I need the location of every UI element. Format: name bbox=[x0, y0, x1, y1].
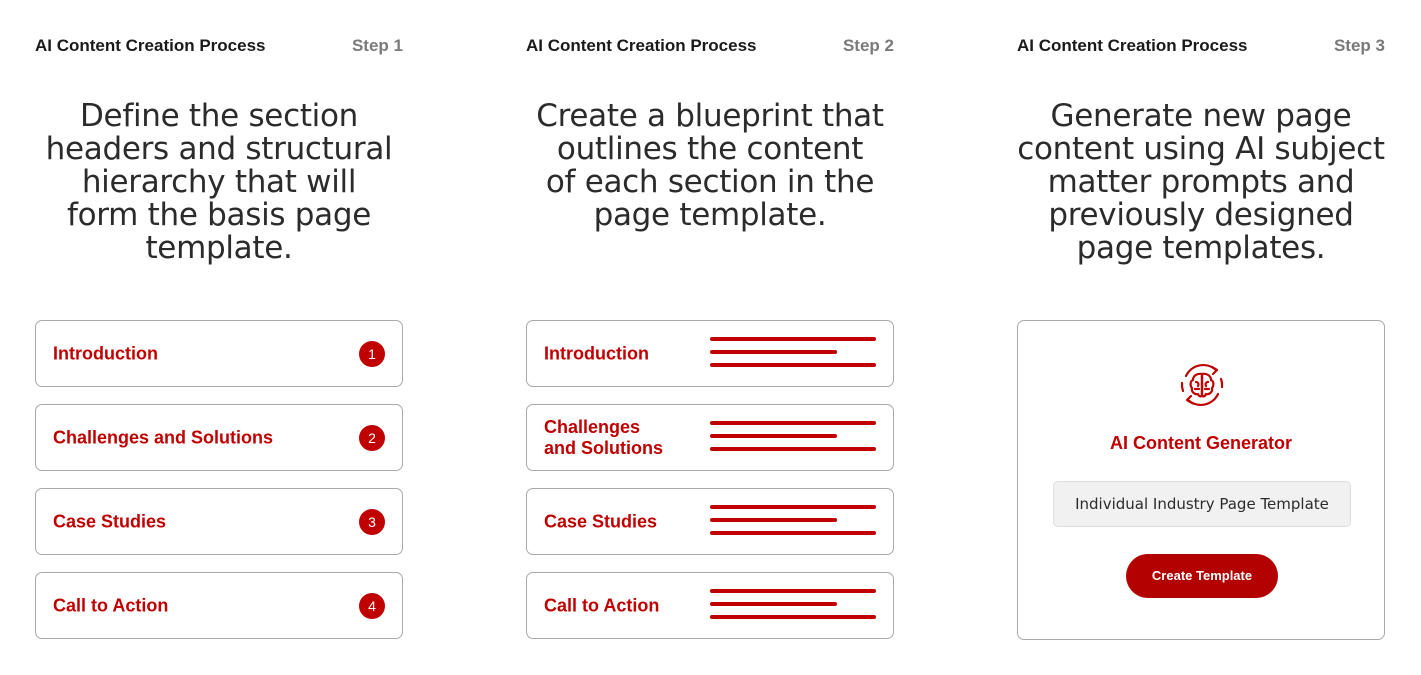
section-label: Introduction bbox=[544, 343, 649, 363]
section-label: Call to Action bbox=[53, 595, 169, 615]
description-line: previously designed bbox=[1048, 197, 1354, 233]
description-line: headers and structural bbox=[45, 131, 393, 167]
blueprint-line bbox=[710, 421, 876, 425]
blueprint-card-case-studies: Case Studies bbox=[526, 488, 894, 555]
blueprint-line bbox=[710, 615, 876, 619]
blueprint-line bbox=[710, 531, 876, 535]
blueprint-lines bbox=[710, 421, 876, 451]
description-line: Define the section bbox=[79, 98, 359, 134]
blueprint-line bbox=[710, 447, 876, 451]
template-name-field[interactable]: Individual Industry Page Template bbox=[1053, 481, 1351, 527]
step-description: Generate new page content using AI subje… bbox=[1017, 100, 1385, 265]
blueprint-lines bbox=[710, 337, 876, 367]
blueprint-line bbox=[710, 337, 876, 341]
blueprint-line bbox=[710, 602, 837, 606]
step-label: Step 1 bbox=[351, 36, 403, 55]
blueprint-line bbox=[710, 350, 837, 354]
section-label: Call to Action bbox=[544, 595, 660, 615]
blueprint-line bbox=[710, 505, 876, 509]
column-header: AI Content Creation Process Step 3 bbox=[1017, 36, 1385, 58]
create-template-button[interactable]: Create Template bbox=[1126, 554, 1278, 598]
section-label: Introduction bbox=[53, 343, 158, 363]
description-line: form the basis page bbox=[66, 197, 372, 233]
section-card-call-to-action: Call to Action 4 bbox=[35, 572, 403, 639]
step-3-column: AI Content Creation Process Step 3 Gener… bbox=[1017, 0, 1385, 675]
description-line: page template. bbox=[593, 197, 827, 233]
section-card-introduction: Introduction 1 bbox=[35, 320, 403, 387]
section-number-badge: 1 bbox=[359, 340, 385, 367]
step-description: Create a blueprint that outlines the con… bbox=[526, 100, 894, 232]
section-number-badge: 3 bbox=[359, 508, 385, 535]
blueprint-line bbox=[710, 434, 837, 438]
step-label: Step 3 bbox=[1333, 36, 1385, 55]
column-header: AI Content Creation Process Step 1 bbox=[35, 36, 403, 58]
step-description: Define the section headers and structura… bbox=[35, 100, 403, 265]
brain-cycle-icon bbox=[1176, 359, 1228, 411]
process-title: AI Content Creation Process bbox=[1017, 36, 1248, 55]
section-label: Challenges and Solutions bbox=[544, 416, 663, 458]
step-2-column: AI Content Creation Process Step 2 Creat… bbox=[526, 0, 894, 675]
step-label: Step 2 bbox=[842, 36, 894, 55]
section-card-case-studies: Case Studies 3 bbox=[35, 488, 403, 555]
blueprint-line bbox=[710, 363, 876, 367]
blueprint-lines bbox=[710, 505, 876, 535]
blueprint-lines bbox=[710, 589, 876, 619]
process-title: AI Content Creation Process bbox=[35, 36, 266, 55]
blueprint-line bbox=[710, 518, 837, 522]
section-number-badge: 4 bbox=[359, 592, 385, 619]
description-line: outlines the content bbox=[556, 131, 864, 167]
description-line: matter prompts and bbox=[1047, 164, 1355, 200]
blueprint-line bbox=[710, 589, 876, 593]
section-label: Case Studies bbox=[544, 511, 658, 531]
description-line: template. bbox=[145, 230, 293, 266]
blueprint-card-introduction: Introduction bbox=[526, 320, 894, 387]
section-card-challenges-and-solutions: Challenges and Solutions 2 bbox=[35, 404, 403, 471]
description-line: content using AI subject bbox=[1017, 131, 1385, 167]
description-line: Generate new page bbox=[1050, 98, 1352, 134]
ai-content-generator-card: AI Content Generator Individual Industry… bbox=[1017, 320, 1385, 640]
column-header: AI Content Creation Process Step 2 bbox=[526, 36, 894, 58]
section-number-badge: 2 bbox=[359, 424, 385, 451]
step-1-column: AI Content Creation Process Step 1 Defin… bbox=[35, 0, 403, 675]
description-line: Create a blueprint that bbox=[536, 98, 884, 134]
generator-title: AI Content Generator bbox=[1109, 433, 1292, 453]
description-line: of each section in the bbox=[545, 164, 875, 200]
section-label: Case Studies bbox=[53, 511, 167, 531]
blueprint-card-challenges-and-solutions: Challenges and Solutions bbox=[526, 404, 894, 471]
process-title: AI Content Creation Process bbox=[526, 36, 757, 55]
description-line: page templates. bbox=[1076, 230, 1326, 266]
blueprint-card-call-to-action: Call to Action bbox=[526, 572, 894, 639]
description-line: hierarchy that will bbox=[81, 164, 357, 200]
section-label: Challenges and Solutions bbox=[53, 427, 274, 447]
